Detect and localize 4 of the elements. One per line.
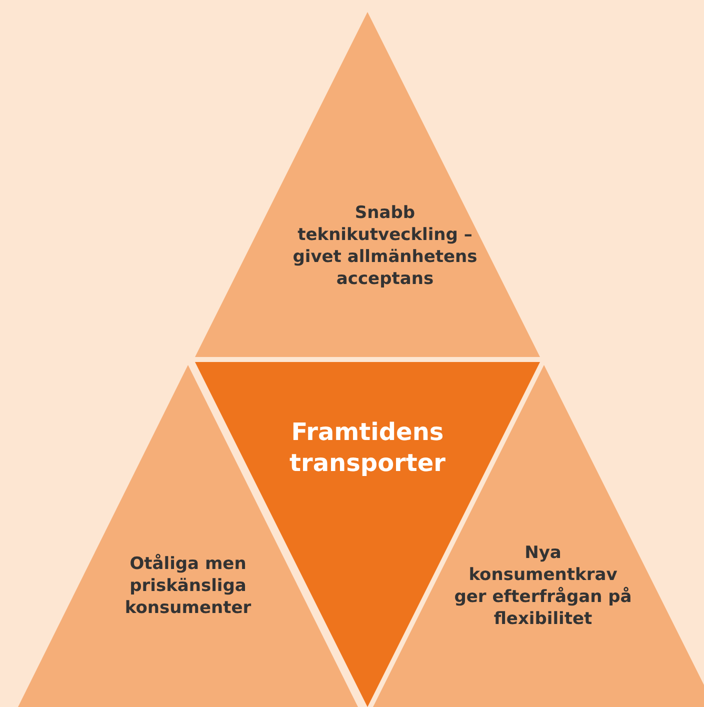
panel-text: Framtidens transporter <box>288 417 446 480</box>
panel-text: Nya konsumentkrav ger efterfrågan på flexibilitet <box>453 542 633 630</box>
panel-text: Snabb teknikutveckling – givet allmänhetens acceptans <box>292 202 478 290</box>
panel-text: Otåliga men priskänsliga konsumenter <box>124 553 252 620</box>
